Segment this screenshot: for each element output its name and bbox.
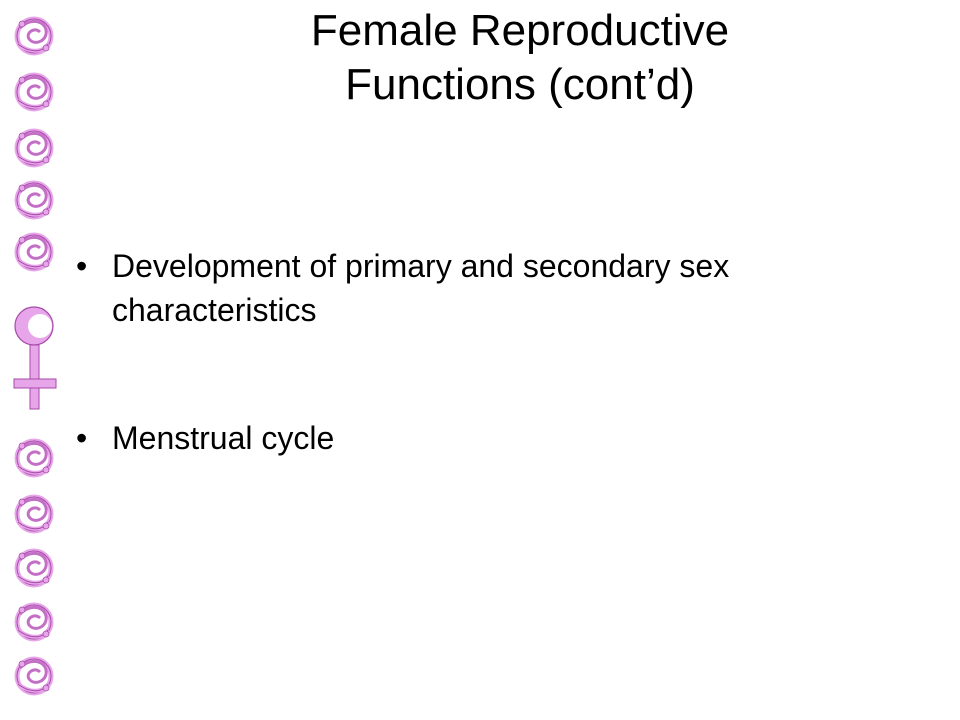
ornament-letter-icon <box>17 75 51 109</box>
ornament-letter-icon <box>17 605 51 639</box>
ornament-letter-icon <box>17 441 51 475</box>
ornament-letter-icon <box>17 497 51 531</box>
ornament-letter-icon <box>17 183 51 217</box>
ornament-letter-icon <box>17 19 51 53</box>
bullet-item-menstrual-cycle: Menstrual cycle <box>76 416 906 460</box>
ornament-letter-icon <box>17 659 51 693</box>
female-symbol-icon <box>13 306 57 410</box>
title-line-2: Functions (cont’d) <box>345 60 695 109</box>
title-line-1: Female Reproductive <box>310 6 730 55</box>
ornament-letter-icon <box>17 551 51 585</box>
slide-title: Female Reproductive Functions (cont’d) <box>130 4 910 112</box>
bullet-list: Development of primary and secondary sex… <box>76 244 906 544</box>
ornament-letter-icon <box>17 131 51 165</box>
bullet-item-sex-characteristics: Development of primary and secondary sex… <box>76 244 906 332</box>
ornament-letter-icon <box>17 235 51 269</box>
ornamental-border <box>6 0 74 720</box>
